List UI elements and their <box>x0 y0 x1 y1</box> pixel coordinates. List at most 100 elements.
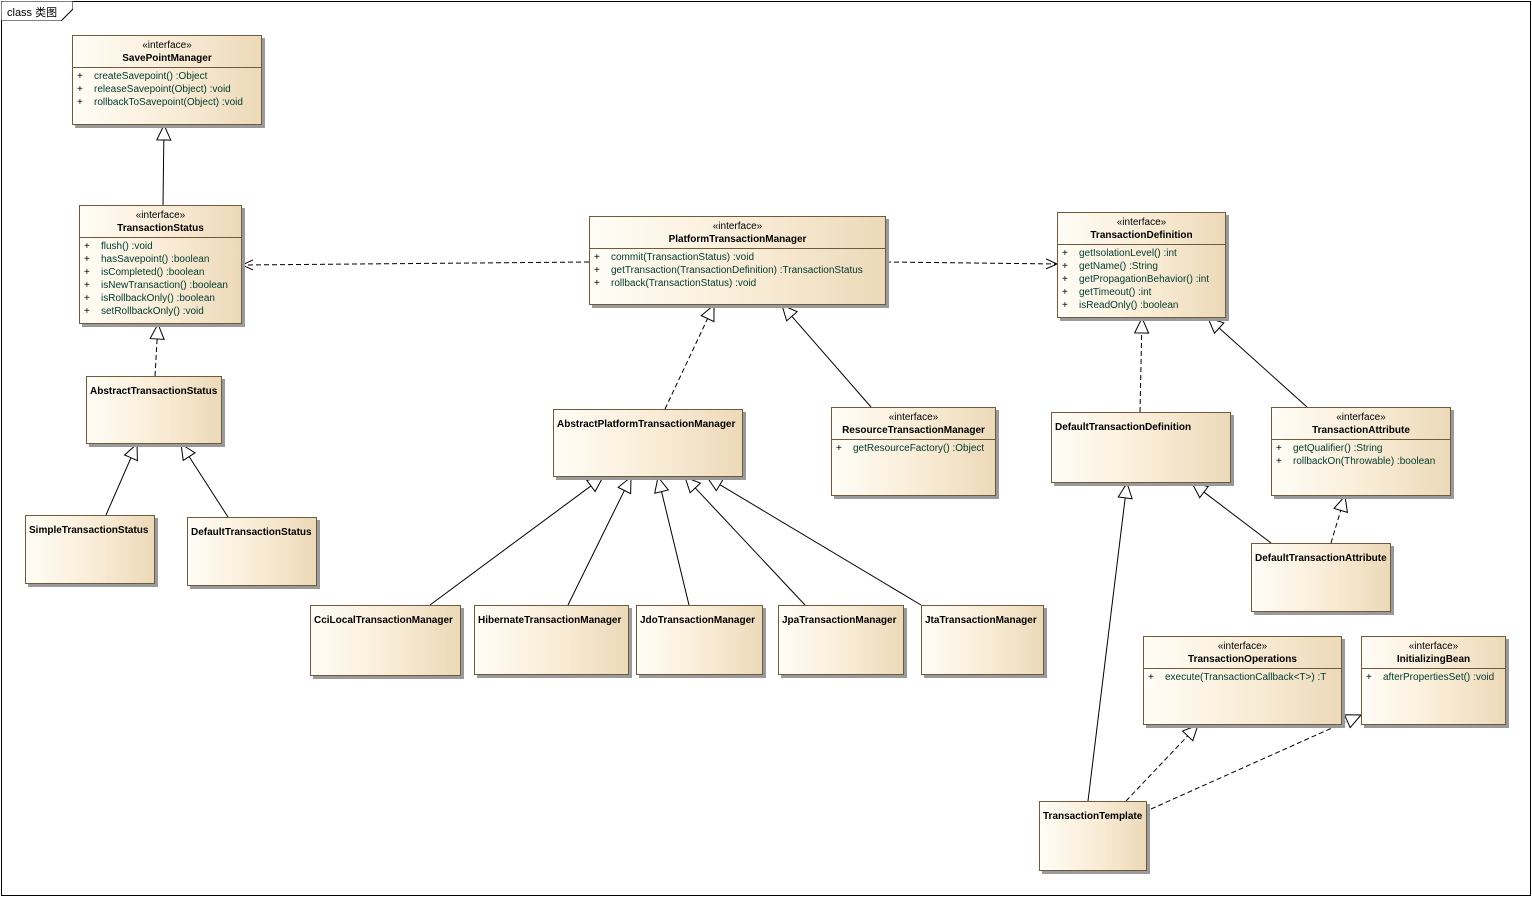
class-header: «interface»InitializingBean <box>1362 637 1505 666</box>
class-name: HibernateTransactionManager <box>478 615 622 626</box>
class-ccilocaltransactionmanager[interactable]: CciLocalTransactionManager <box>310 605 461 676</box>
class-name: TransactionDefinition <box>1090 230 1193 241</box>
class-jtatransactionmanager[interactable]: JtaTransactionManager <box>921 605 1044 675</box>
operation-signature: isReadOnly() :boolean <box>1079 300 1179 311</box>
operation: +isCompleted() :boolean <box>84 266 237 279</box>
class-header: JtaTransactionManager <box>922 606 1043 627</box>
edge-line <box>694 487 806 606</box>
operation-signature: getTransaction(TransactionDefinition) :T… <box>611 265 863 276</box>
class-platformtransactionmanager[interactable]: «interface» PlatformTransactionManager +co… <box>589 216 886 305</box>
class-initializingbean[interactable]: «interface»InitializingBean +afterPropert… <box>1361 636 1506 725</box>
class-transactiondefinition[interactable]: «interface»TransactionDefinition+getIsol… <box>1057 212 1226 318</box>
operation-signature: getPropagationBehavior() :int <box>1079 274 1210 285</box>
class-header: AbstractPlatformTransactionManager <box>554 410 742 431</box>
class-header: «interface»TransactionStatus <box>80 206 241 235</box>
class-name: TransactionOperations <box>1188 654 1297 665</box>
hollow-triangle-arrowhead <box>1117 481 1133 500</box>
operation-signature: createSavepoint() :Object <box>94 71 208 82</box>
class-name: ResourceTransactionManager <box>842 425 985 436</box>
stereotype-label: «interface» <box>142 40 192 51</box>
class-name: InitializingBean <box>1396 654 1471 665</box>
operations-compartment: + createSavepoint() :Object + releaseSavepo… <box>73 67 261 109</box>
class-defaulttransactiondefinition[interactable]: DefaultTransactionDefinition <box>1051 412 1231 483</box>
operation: + isReadOnly() :boolean <box>1062 299 1221 312</box>
stereotype-label: «interface» <box>888 412 939 423</box>
edge-line <box>664 318 709 410</box>
operation-signature: commit(TransactionStatus) :void <box>611 252 755 263</box>
class-defaulttransactionattribute[interactable]: DefaultTransactionAttribute <box>1251 543 1391 612</box>
generalization-edge <box>429 476 604 606</box>
edge-line <box>1125 735 1189 802</box>
class-jdotransactionmanager[interactable]: JdoTransactionManager <box>636 605 763 675</box>
operation-signature: getIsolationLevel() :int <box>1079 248 1177 259</box>
operation-signature: isCompleted() :boolean <box>101 267 205 278</box>
class-header: HibernateTransactionManager <box>475 606 628 627</box>
class-name: PlatformTransactionManager <box>668 234 807 245</box>
dependency-edge <box>240 259 590 271</box>
class-hibernatetransactionmanager[interactable]: HibernateTransactionManager <box>474 605 629 675</box>
hollow-triangle-arrowhead <box>585 476 604 493</box>
hollow-triangle-arrowhead <box>654 475 670 494</box>
realization-edge <box>664 303 715 410</box>
edge-line <box>1218 327 1308 408</box>
operation: +commit(TransactionStatus) :void <box>594 251 881 264</box>
operations-compartment: +afterPropertiesSet() :void <box>1362 668 1505 684</box>
edge-line <box>791 315 872 408</box>
class-jpatransactionmanager[interactable]: JpaTransactionManager <box>778 605 904 675</box>
frame-label: class 类图 <box>7 7 58 19</box>
class-abstracttransactionstatus[interactable]: AbstractTransactionStatus <box>86 376 222 444</box>
hollow-triangle-arrowhead <box>1133 316 1150 334</box>
stereotype-label: «interface» <box>712 221 763 232</box>
operation-signature: afterPropertiesSet() :void <box>1383 672 1495 683</box>
edge-line <box>188 456 229 518</box>
class-simpletransactionstatus[interactable]: SimpleTransactionStatus <box>25 515 155 584</box>
operation: +hasSavepoint() :boolean <box>84 253 237 266</box>
edge-line <box>719 484 922 606</box>
realization-edge <box>149 322 165 377</box>
operation-signature: getResourceFactory() :Object <box>853 443 985 454</box>
class-resourcetransactionmanager[interactable]: «interface» ResourceTransactionManager +ge… <box>831 407 996 496</box>
visibility-marker: + <box>77 97 83 108</box>
operation-signature: execute(TransactionCallback<T>) :T <box>1165 672 1327 683</box>
hollow-triangle-arrowhead <box>617 475 632 495</box>
hollow-triangle-arrowhead <box>1207 317 1225 335</box>
class-transactiontemplate[interactable]: TransactionTemplate <box>1039 801 1147 871</box>
visibility-marker: + <box>1062 300 1068 311</box>
dependency-edge <box>885 258 1059 270</box>
visibility-marker: + <box>1276 443 1282 454</box>
operation-signature: isRollbackOnly() :boolean <box>101 293 215 304</box>
operation-signature: getTimeout() :int <box>1079 287 1152 298</box>
stereotype-label: «interface» <box>1336 412 1386 423</box>
hollow-triangle-arrowhead <box>1343 714 1363 729</box>
visibility-marker: + <box>84 306 90 317</box>
class-transactionstatus[interactable]: «interface»TransactionStatus+flush() :vo… <box>79 205 242 324</box>
operations-compartment: +getResourceFactory() :Object <box>832 439 995 455</box>
edge-line <box>429 485 592 606</box>
generalization-edge <box>1207 317 1308 408</box>
class-savepointmanager[interactable]: «interface»SavePointManager+createSavepo… <box>72 35 262 125</box>
generalization-edge <box>180 443 229 518</box>
operation: + getName() :String <box>1062 260 1221 273</box>
operations-compartment: +commit(TransactionStatus) :void+getTran… <box>590 248 885 290</box>
operation: + releaseSavepoint(Object) :void <box>77 83 257 96</box>
class-transactionoperations[interactable]: «interface»TransactionOperations+execute… <box>1143 636 1342 725</box>
class-abstractplatformtransactionmanager[interactable]: AbstractPlatformTransactionManager <box>553 409 743 477</box>
visibility-marker: + <box>1062 274 1068 285</box>
class-name: DefaultTransactionAttribute <box>1255 553 1387 564</box>
class-name: CciLocalTransactionManager <box>314 615 453 626</box>
hollow-triangle-arrowhead <box>156 123 172 141</box>
operation: +execute(TransactionCallback<T>) :T <box>1148 671 1337 684</box>
class-name: JpaTransactionManager <box>782 615 897 626</box>
visibility-marker: + <box>1062 261 1068 272</box>
operation-signature: releaseSavepoint(Object) :void <box>94 84 231 95</box>
hollow-triangle-arrowhead <box>1181 724 1199 742</box>
class-header: DefaultTransactionStatus <box>188 518 316 539</box>
operation-signature: getName() :String <box>1079 261 1158 272</box>
edge-line <box>1330 510 1342 544</box>
class-defaulttransactionstatus[interactable]: DefaultTransactionStatus <box>187 517 317 586</box>
generalization-edge <box>705 476 922 606</box>
generalization-edge <box>156 123 172 206</box>
visibility-marker: + <box>77 84 83 95</box>
class-transactionattribute[interactable]: «interface»TransactionAttribute+getQuali… <box>1271 407 1451 496</box>
